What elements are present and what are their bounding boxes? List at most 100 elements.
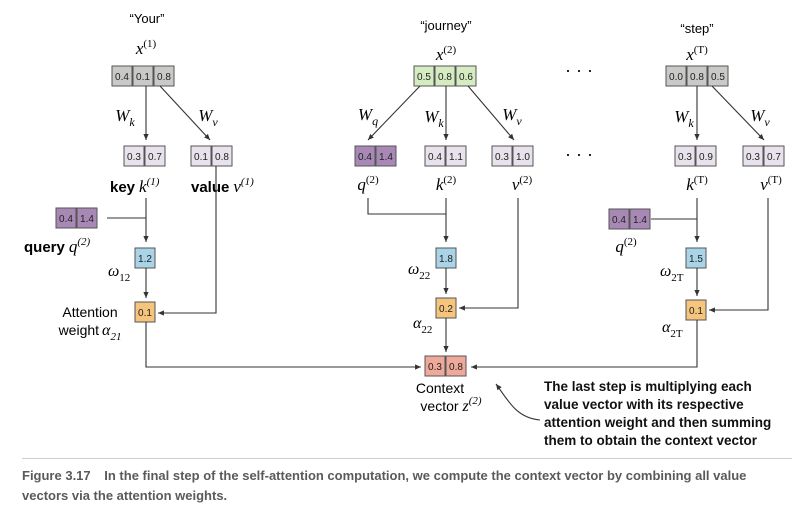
arrow-col3-context xyxy=(471,320,698,370)
svg-text:0.9: 0.9 xyxy=(699,152,713,163)
ellipsis-mid: · · · xyxy=(565,144,593,164)
svg-text:0.3: 0.3 xyxy=(746,152,760,163)
omega2T-label: ω2T xyxy=(660,263,684,284)
Wk-label-2: Wk xyxy=(424,107,444,130)
figure-caption: Figure 3.17 In the final step of the sel… xyxy=(22,466,792,506)
annotation-arrow xyxy=(495,383,541,421)
arrow-v2-alpha xyxy=(459,198,519,311)
svg-text:1.8: 1.8 xyxy=(439,254,453,265)
svg-text:0.7: 0.7 xyxy=(148,152,162,163)
arrow-v1-alpha xyxy=(158,166,217,316)
q2-vector-col3: 0.4 1.4 xyxy=(608,208,651,230)
k2-label: k(2) xyxy=(436,174,457,194)
ellipsis-top: · · · xyxy=(565,60,593,80)
svg-text:1.4: 1.4 xyxy=(633,215,647,226)
svg-text:0.4: 0.4 xyxy=(115,72,129,83)
alpha2T-box: 0.1 xyxy=(685,299,707,321)
svg-text:0.3: 0.3 xyxy=(127,152,141,163)
alpha22-box: 0.2 xyxy=(435,297,457,319)
arrow-x1-v1 xyxy=(159,85,211,141)
caption-text: In the final step of the self-attention … xyxy=(22,468,747,503)
alpha22-label: α22 xyxy=(413,315,432,336)
self-attention-diagram: “Your” x(1) 0.4 0.1 0.8 Wk Wv 0.3 0.7 0.… xyxy=(24,11,785,448)
svg-text:0.7: 0.7 xyxy=(767,152,781,163)
x2-vector: 0.5 0.8 0.6 xyxy=(413,65,477,87)
Wv-label-3: Wv xyxy=(750,106,770,129)
alpha21-box: 0.1 xyxy=(134,301,156,323)
svg-text:0.4: 0.4 xyxy=(358,152,372,163)
line-q2-k2 xyxy=(367,198,446,215)
svg-text:0.6: 0.6 xyxy=(459,72,473,83)
svg-text:0.0: 0.0 xyxy=(669,72,683,83)
svg-text:0.4: 0.4 xyxy=(612,215,626,226)
context-vector: 0.3 0.8 xyxy=(424,355,467,377)
svg-text:0.3: 0.3 xyxy=(678,152,692,163)
svg-text:0.4: 0.4 xyxy=(428,152,442,163)
Wk-label-1: Wk xyxy=(115,106,135,129)
svg-text:1.2: 1.2 xyxy=(138,254,152,265)
token-journey: “journey” xyxy=(420,18,471,33)
v1-vector: 0.1 0.8 xyxy=(190,145,233,167)
svg-text:1.0: 1.0 xyxy=(516,152,530,163)
svg-text:them to obtain the context vec: them to obtain the context vector xyxy=(544,433,758,448)
token-your: “Your” xyxy=(130,11,165,26)
attention-label: Attention xyxy=(62,304,117,320)
svg-text:0.1: 0.1 xyxy=(194,152,208,163)
svg-text:0.5: 0.5 xyxy=(711,72,725,83)
x1-label: x(1) xyxy=(135,38,157,58)
svg-text:1.4: 1.4 xyxy=(379,152,393,163)
x1-vector: 0.4 0.1 0.8 xyxy=(111,65,175,87)
kT-label: k(T) xyxy=(686,174,708,194)
svg-text:0.8: 0.8 xyxy=(157,72,171,83)
svg-text:0.5: 0.5 xyxy=(417,72,431,83)
svg-text:0.4: 0.4 xyxy=(59,214,73,225)
Wv-label-2: Wv xyxy=(502,105,522,128)
omega12-box: 1.2 xyxy=(134,247,156,269)
omega12-label: ω12 xyxy=(108,263,130,284)
q2-label-col3: q(2) xyxy=(615,236,637,256)
svg-text:0.8: 0.8 xyxy=(690,72,704,83)
arrow-x2-q2 xyxy=(367,85,421,141)
omega22-label: ω22 xyxy=(408,261,430,282)
alpha2T-label: α2T xyxy=(662,319,683,340)
svg-text:0.8: 0.8 xyxy=(215,152,229,163)
svg-text:1.5: 1.5 xyxy=(689,254,703,265)
xT-label: x(T) xyxy=(685,44,708,64)
svg-text:0.3: 0.3 xyxy=(495,152,509,163)
Wq-label-2: Wq xyxy=(358,105,378,128)
svg-text:The last step is multiplying e: The last step is multiplying each xyxy=(544,379,752,394)
xT-vector: 0.0 0.8 0.5 xyxy=(665,65,729,87)
q2-vector: 0.4 1.4 xyxy=(354,145,397,167)
svg-text:0.8: 0.8 xyxy=(438,72,452,83)
svg-text:0.8: 0.8 xyxy=(449,362,463,373)
v2-label: v(2) xyxy=(512,174,533,194)
Wk-label-3: Wk xyxy=(674,107,694,130)
svg-text:value vector with its respecti: value vector with its respective xyxy=(544,397,744,412)
q2-label: q(2) xyxy=(357,174,379,194)
x2-label: x(2) xyxy=(435,44,457,64)
vT-label: v(T) xyxy=(760,174,782,194)
arrow-x2-v2 xyxy=(467,85,515,141)
arrow-col1-context xyxy=(145,322,421,370)
vT-vector: 0.3 0.7 xyxy=(742,145,785,167)
svg-text:0.1: 0.1 xyxy=(138,308,152,319)
svg-text:1.1: 1.1 xyxy=(449,152,463,163)
v2-vector: 0.3 1.0 xyxy=(491,145,534,167)
omega2T-box: 1.5 xyxy=(685,247,707,269)
context-label: Context xyxy=(416,380,464,396)
figure-number: Figure 3.17 xyxy=(22,468,91,483)
arrow-xT-vT xyxy=(711,85,765,141)
k1-vector: 0.3 0.7 xyxy=(123,145,166,167)
arrow-vT-alpha xyxy=(709,198,769,313)
svg-text:0.1: 0.1 xyxy=(136,72,150,83)
svg-text:1.4: 1.4 xyxy=(80,214,94,225)
Wv-label-1: Wv xyxy=(198,106,218,129)
k2-vector: 0.4 1.1 xyxy=(424,145,467,167)
svg-text:0.1: 0.1 xyxy=(689,306,703,317)
svg-text:attention weight and then summ: attention weight and then summing xyxy=(544,415,771,430)
